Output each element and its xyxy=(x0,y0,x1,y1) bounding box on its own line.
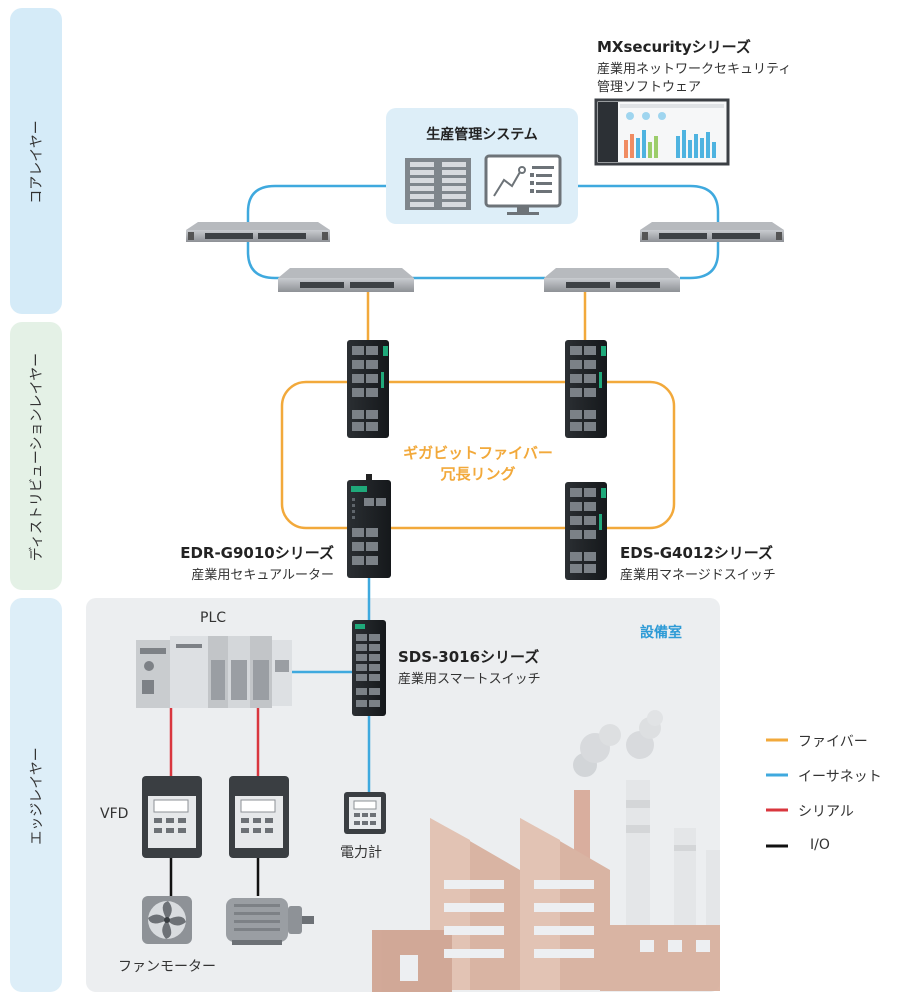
fan-motor-label: ファンモーター xyxy=(118,959,216,975)
ring-label-line2: 冗長リング xyxy=(440,465,516,483)
edr-subtitle: 産業用セキュアルーター xyxy=(191,568,334,583)
motor-icon xyxy=(226,898,314,945)
eds-title: EDS-G4012シリーズ xyxy=(620,544,774,562)
legend-ethernet-label: イーサネット xyxy=(798,769,882,785)
edge-layer-band xyxy=(10,598,62,992)
mxsecurity-line1: 産業用ネットワークセキュリティ xyxy=(597,62,792,77)
plc-label: PLC xyxy=(200,610,227,626)
mxsecurity-title: MXsecurityシリーズ xyxy=(597,38,751,56)
equipment-room-label: 設備室 xyxy=(640,625,682,641)
eds-subtitle: 産業用マネージドスイッチ xyxy=(620,568,776,583)
core-switch-center-right xyxy=(544,268,680,292)
core-switch-center-left xyxy=(278,268,414,292)
production-system-label: 生産管理システム xyxy=(426,127,538,143)
eds-switch-top-left xyxy=(347,340,389,438)
plc-device xyxy=(136,636,292,708)
sds-title: SDS-3016シリーズ xyxy=(398,648,540,666)
core-switch-left xyxy=(186,222,330,242)
mxsecurity-screenshot xyxy=(594,98,730,166)
server-icon xyxy=(405,158,471,210)
fan-icon xyxy=(142,896,192,944)
ring-label-line1: ギガビットファイバー xyxy=(403,444,553,462)
vfd-label: VFD xyxy=(100,806,129,822)
legend-fiber-label: ファイバー xyxy=(798,734,868,750)
edr-title: EDR-G9010シリーズ xyxy=(180,544,334,562)
distribution-layer-band xyxy=(10,322,62,590)
sds-subtitle: 産業用スマートスイッチ xyxy=(398,672,541,687)
core-switch-right xyxy=(640,222,784,242)
legend-swatches xyxy=(766,738,788,848)
distribution-layer-label: ディストリビューションレイヤー xyxy=(29,352,45,562)
vfd-device-2 xyxy=(229,776,289,858)
legend-serial-label: シリアル xyxy=(798,804,854,820)
edr-g9010-router xyxy=(347,474,391,578)
vfd-device-1 xyxy=(142,776,202,858)
fiber-lines xyxy=(280,292,676,530)
power-meter-label: 電力計 xyxy=(340,845,382,861)
factory-illustration xyxy=(372,710,720,992)
power-meter-icon xyxy=(344,792,386,834)
eds-switch-top-right xyxy=(565,340,607,438)
sds-3016-switch xyxy=(352,620,386,716)
legend-io-label: I/O xyxy=(810,837,830,853)
eds-g4012-switch xyxy=(565,482,607,580)
edge-layer-label: エッジレイヤー xyxy=(29,747,45,845)
core-layer-label: コアレイヤー xyxy=(29,120,45,204)
monitor-icon xyxy=(484,154,562,215)
core-layer-band xyxy=(10,8,62,314)
mxsecurity-line2: 管理ソフトウェア xyxy=(597,80,702,95)
